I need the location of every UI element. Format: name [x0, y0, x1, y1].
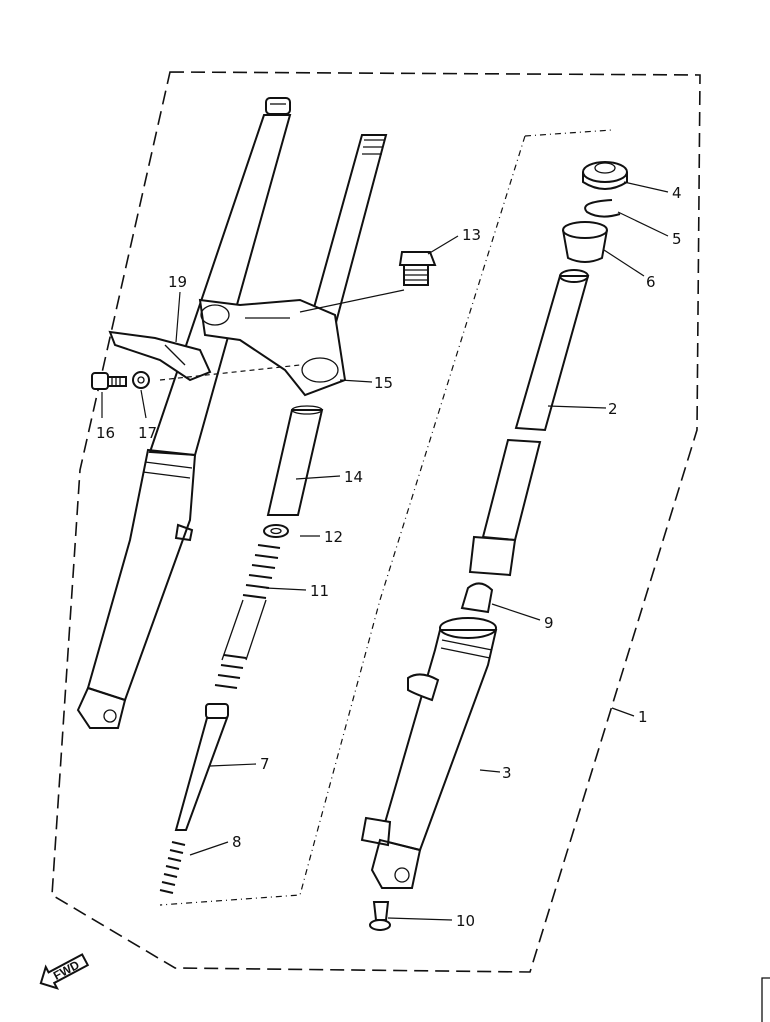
callout-13: 13: [462, 226, 481, 244]
callout-8: 8: [232, 833, 242, 851]
callout-6: 6: [646, 273, 656, 291]
callouts: 1 2 3 4 5 6 7 8 9 10 11 12 13 14 15 16 1…: [96, 184, 682, 930]
callout-17: 17: [138, 424, 157, 442]
spacer-14: [266, 405, 324, 516]
outer-tube-3: [360, 617, 498, 889]
retaining-clip-5: [584, 199, 621, 218]
washer-12: [263, 524, 289, 538]
washer-17: [132, 371, 150, 389]
callout-14: 14: [344, 468, 363, 486]
fork-spring-11: [214, 544, 281, 689]
oil-seal-4: [582, 161, 628, 190]
leader-lines: [101, 181, 669, 921]
callout-1: 1: [638, 708, 648, 726]
inner-tube-2: [468, 269, 590, 577]
callout-16: 16: [96, 424, 115, 442]
callout-10: 10: [456, 912, 475, 930]
callout-3: 3: [502, 764, 512, 782]
damper-rod-7: [174, 703, 229, 831]
callout-15: 15: [374, 374, 393, 392]
bolt-16: [91, 372, 127, 390]
cable-guide: [108, 330, 212, 382]
callout-9: 9: [544, 614, 554, 632]
slide-metal-6: [562, 221, 608, 263]
fwd-direction-arrow: FWD: [39, 953, 90, 990]
lower-bracket: [198, 298, 347, 397]
callout-5: 5: [672, 230, 682, 248]
assembled-fork-left: [76, 97, 292, 729]
callout-11: 11: [310, 582, 329, 600]
drain-bolt-10: [369, 901, 391, 931]
oil-lock-piece-9: [460, 582, 494, 614]
rebound-spring-8: [159, 841, 186, 894]
assembly-boundary: [51, 71, 701, 973]
callout-2: 2: [608, 400, 618, 418]
callout-12: 12: [324, 528, 343, 546]
callout-19: 19: [168, 273, 187, 291]
callout-4: 4: [672, 184, 682, 202]
corner-frame-mark: [761, 977, 770, 1022]
cap-bolt-13: [398, 251, 437, 286]
exploded-group-boundary: [159, 129, 613, 906]
callout-7: 7: [260, 755, 270, 773]
